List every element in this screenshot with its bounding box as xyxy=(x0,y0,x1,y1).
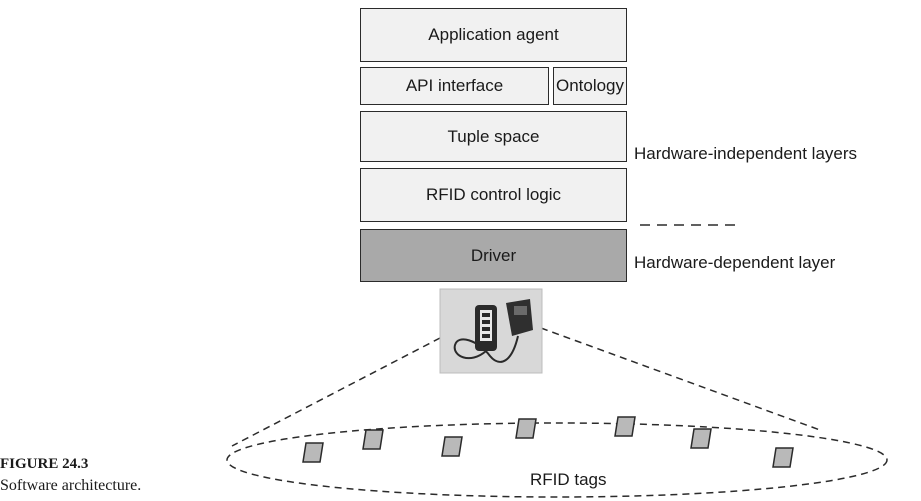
beam-left-dashed-line xyxy=(231,337,441,447)
rfid-tags-label: RFID tags xyxy=(530,470,607,489)
rfid-tag-icon xyxy=(690,428,712,449)
rfid-tag-icon xyxy=(772,447,794,468)
beam-right-dashed-line xyxy=(540,327,821,431)
rfid-tags-group xyxy=(302,416,794,468)
layer-application-agent: Application agent xyxy=(360,8,627,62)
rfid-tag-icon xyxy=(302,442,324,463)
hardware-independent-label: Hardware-independent layers xyxy=(634,144,858,163)
figure-number: FIGURE 24.3 xyxy=(0,456,89,472)
rfid-tag-icon xyxy=(515,418,537,439)
rfid-tag-icon xyxy=(441,436,463,457)
layer-rfid-control-logic: RFID control logic xyxy=(360,168,627,222)
rfid-reader-photo-icon xyxy=(439,288,543,374)
figure-caption: Software architecture. xyxy=(0,477,142,494)
hardware-dependent-label: Hardware-dependent layer xyxy=(634,253,836,272)
layer-ontology-label: Ontology xyxy=(555,76,625,95)
layer-driver-label: Driver xyxy=(470,245,517,265)
layer-tuple-space-label: Tuple space xyxy=(447,126,540,146)
rfid-tag-icon xyxy=(362,429,384,450)
layer-api-interface-label: API interface xyxy=(405,76,504,95)
layer-tuple-space: Tuple space xyxy=(360,111,627,162)
rfid-field-ellipse xyxy=(226,422,888,498)
layer-rfid-control-logic-label: RFID control logic xyxy=(425,185,562,204)
layer-api-interface: API interface xyxy=(360,67,549,105)
rfid-tag-icon xyxy=(614,416,636,437)
layer-driver: Driver xyxy=(360,229,627,282)
layer-ontology: Ontology xyxy=(553,67,627,105)
layer-application-agent-label: Application agent xyxy=(428,25,559,44)
